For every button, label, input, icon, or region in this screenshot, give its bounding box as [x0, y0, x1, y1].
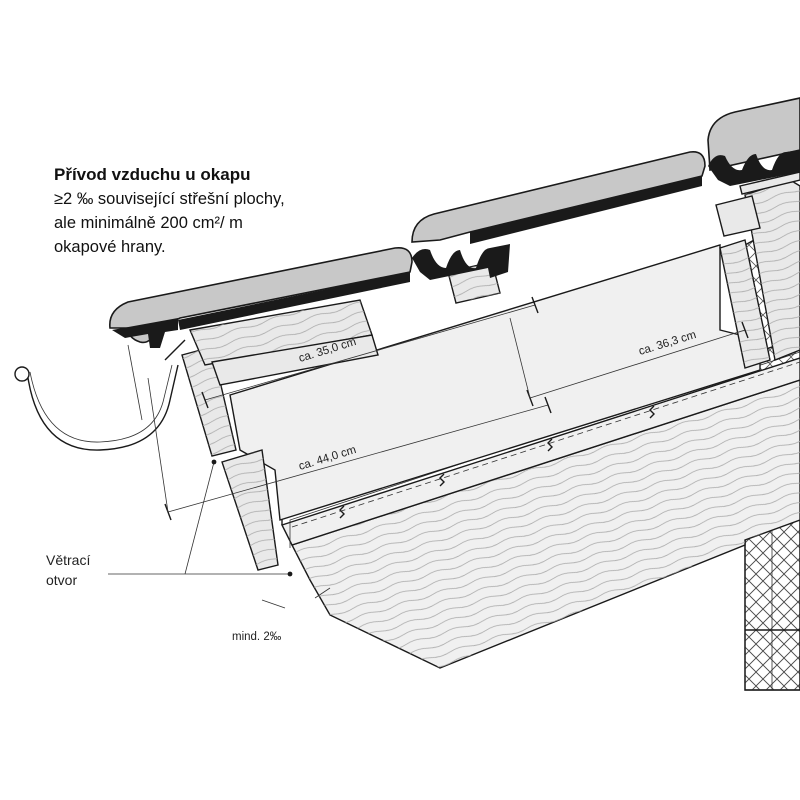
caption-line-2: ale minimálně 200 cm²/ m: [54, 214, 243, 232]
fascia-board: [181, 346, 279, 571]
vent-leaders: [108, 459, 293, 577]
gutter: [14, 339, 186, 451]
dim-min-slope: mind. 2‰: [232, 631, 282, 643]
roof-tiles: [109, 97, 800, 348]
caption-line-1: ≥2 ‰ související střešní plochy,: [54, 190, 285, 208]
rafter: [291, 379, 800, 669]
vent-label-line-2: otvor: [46, 572, 77, 588]
caption-line-3: okapové hrany.: [54, 238, 166, 256]
dimension-lines: [127, 296, 749, 609]
eave-battens: [189, 195, 761, 386]
diagram-title: Přívod vzduchu u okapu: [54, 165, 251, 184]
vent-label-line-1: Větrací: [46, 552, 90, 568]
caption-block: Přívod vzduchu u okapu ≥2 ‰ související …: [54, 163, 354, 259]
roof-boarding: [281, 357, 800, 546]
